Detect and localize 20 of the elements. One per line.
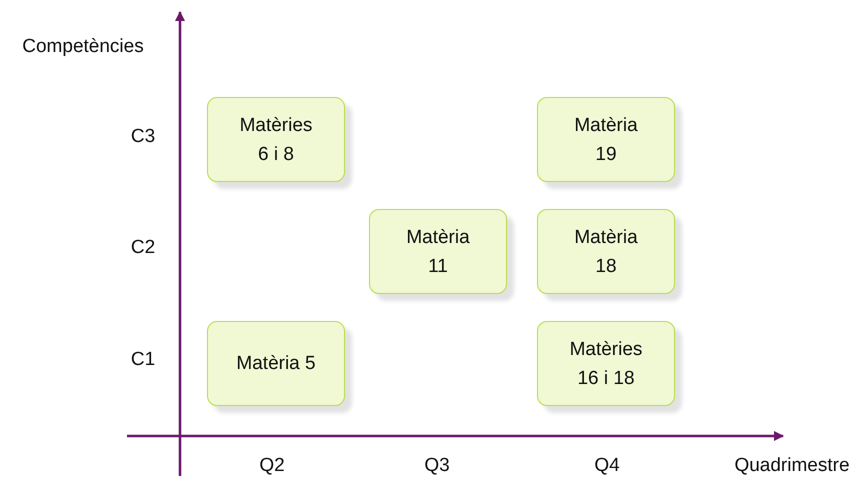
row-label: C2 <box>130 237 156 259</box>
column-label: Q3 <box>424 455 450 477</box>
subject-box <box>537 209 675 294</box>
column-label: Q4 <box>594 455 620 477</box>
box-label: Matèries 6 i 8 <box>238 114 314 166</box>
row-label: C1 <box>130 349 156 371</box>
box-label: Matèria 5 <box>235 352 317 376</box>
subject-box <box>369 209 507 294</box>
row-label: C3 <box>130 126 156 148</box>
box-label: Matèria 19 <box>573 114 639 166</box>
axis-title: Quadrimestre <box>734 455 850 477</box>
subject-box <box>207 321 345 406</box>
box-label: Matèries 16 i 18 <box>568 338 644 390</box>
subject-box <box>207 97 345 182</box>
subject-box <box>537 321 675 406</box>
box-label: Matèria 11 <box>405 226 471 278</box>
subject-box <box>537 97 675 182</box>
box-label: Matèria 18 <box>573 226 639 278</box>
column-label: Q2 <box>259 455 285 477</box>
axis-title: Competències <box>22 36 144 58</box>
